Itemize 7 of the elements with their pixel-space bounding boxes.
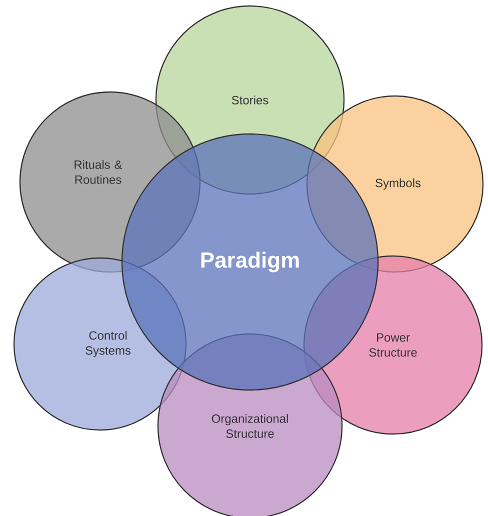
circle-label: Organizational Structure — [212, 414, 288, 438]
circle-label: Rituals & Routines — [74, 160, 122, 184]
circle-label: Symbols — [376, 178, 421, 190]
circle-label: Power Structure — [369, 333, 417, 357]
circle-label: Control Systems — [86, 330, 131, 358]
circle-label: Stories — [232, 96, 268, 104]
circle-title: Paradigm — [201, 252, 299, 272]
